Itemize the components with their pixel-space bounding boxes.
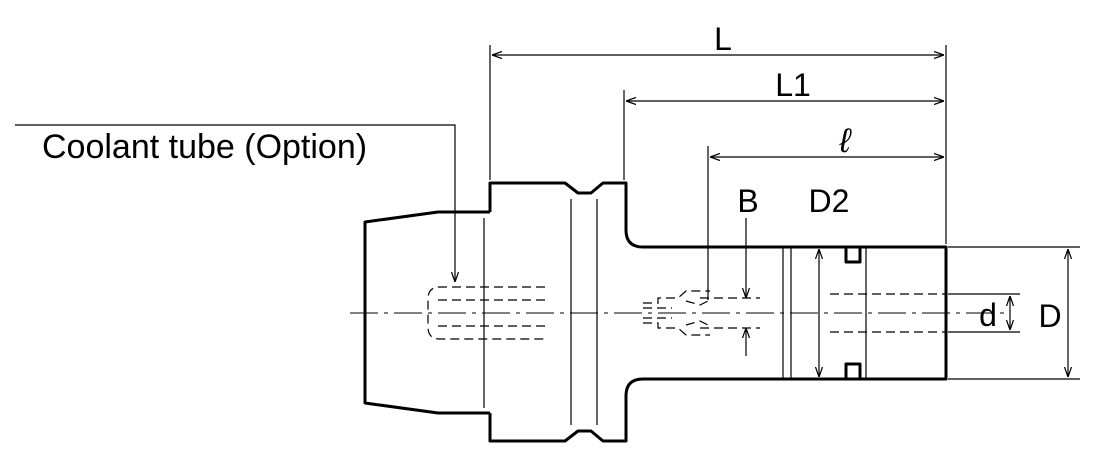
stop-screw-tip bbox=[685, 299, 711, 327]
label-d: d bbox=[979, 297, 997, 333]
coolant-callout: Coolant tube (Option) bbox=[15, 124, 455, 282]
label-l: ℓ bbox=[839, 122, 853, 160]
relief-groove-top bbox=[844, 247, 862, 264]
dimension-D2: D2 bbox=[809, 183, 850, 377]
label-D2: D2 bbox=[809, 183, 850, 219]
dimension-L: L bbox=[489, 21, 947, 244]
stop-screw bbox=[643, 290, 710, 336]
label-D: D bbox=[1038, 298, 1061, 334]
flange bbox=[488, 181, 948, 443]
dimension-d: d bbox=[948, 293, 1020, 333]
stop-screw-core bbox=[643, 307, 672, 319]
label-L1: L1 bbox=[775, 67, 811, 103]
dimension-l: ℓ bbox=[707, 122, 944, 300]
label-B: B bbox=[737, 183, 758, 219]
dimension-B: B bbox=[737, 183, 759, 356]
dimension-L1: L1 bbox=[623, 67, 944, 180]
relief-groove-bottom bbox=[844, 362, 862, 379]
holder-body bbox=[363, 181, 948, 443]
taper-shank bbox=[363, 210, 490, 415]
dimension-D: D bbox=[948, 246, 1080, 380]
leader-coolant bbox=[15, 124, 455, 282]
label-L: L bbox=[714, 21, 732, 57]
label-coolant: Coolant tube (Option) bbox=[42, 128, 367, 166]
